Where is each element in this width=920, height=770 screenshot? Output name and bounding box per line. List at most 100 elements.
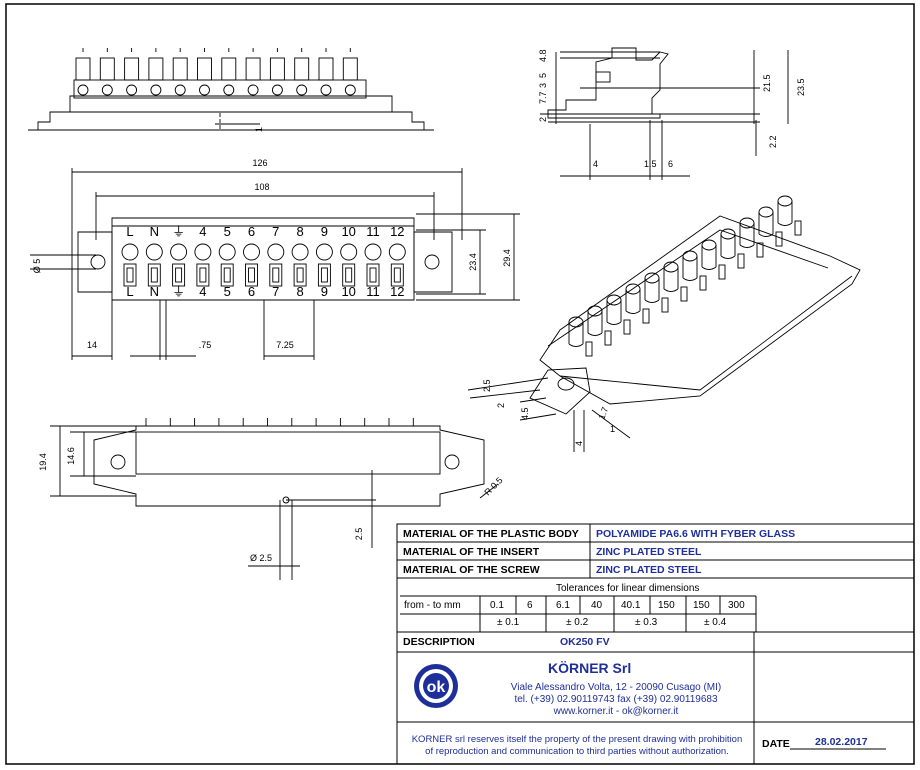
iso-terminal-clip: [680, 286, 688, 302]
terminal-label-bottom: 7: [272, 284, 279, 299]
range-2: 6.1: [556, 600, 570, 611]
top-terminal-post: [221, 57, 237, 81]
bottom-view: [50, 418, 499, 580]
isometric-view: [467, 195, 861, 452]
iso-terminal-clip: [737, 253, 745, 269]
iso-terminal-clip: [623, 319, 631, 335]
terminal-label-top: 5: [224, 224, 231, 239]
plan-terminal-slot: [390, 263, 404, 287]
plan-screw-icon: [291, 243, 309, 261]
bottom-ticks: [145, 418, 414, 426]
iso-tower-base: [720, 255, 736, 259]
range-5: 150: [658, 600, 675, 611]
dim-iso-4: 4: [574, 441, 584, 446]
disclaimer-line-2: of reproduction and communication to thi…: [425, 746, 729, 757]
iso-tower-base: [606, 321, 622, 325]
range-3: 40: [591, 600, 603, 611]
address-line-3: www.korner.it - ok@korner.it: [553, 706, 679, 717]
isometric-terminal-towers: [568, 195, 802, 357]
plan-screw-icon: [121, 243, 139, 261]
label-insert: MATERIAL OF THE INSERT: [403, 546, 540, 558]
dim-height-inner: 23.4: [468, 253, 478, 271]
top-elevation-view: [28, 48, 434, 131]
dim-bottom-radius: R 0.5: [482, 475, 504, 497]
top-screw-icon: [101, 84, 113, 96]
top-screw-icon: [174, 84, 186, 96]
iso-terminal-clip: [756, 242, 764, 258]
plan-terminal-slot: [269, 263, 283, 287]
dim-iso-17: 1.7: [596, 406, 610, 421]
dim-side-2: 2: [538, 117, 548, 122]
plan-screw-icon: [194, 243, 212, 261]
dim-side-77: 7.7: [538, 91, 548, 104]
terminal-label-bottom: L: [126, 284, 133, 299]
value-plastic-body: POLYAMIDE PA6.6 WITH FYBER GLASS: [596, 528, 796, 540]
terminal-label-bottom: 12: [390, 284, 404, 299]
range-4: 40.1: [621, 600, 641, 611]
tolerance-3: ± 0.4: [704, 617, 727, 628]
iso-tower-base: [701, 266, 717, 270]
plan-terminal-insert: [126, 267, 134, 283]
top-screw-icon: [223, 84, 235, 96]
tolerance-1: ± 0.2: [566, 617, 589, 628]
iso-terminal-clip: [794, 220, 802, 236]
dim-side-48: 4.8: [538, 49, 548, 62]
top-terminal-post: [318, 57, 334, 81]
side-view: [540, 47, 789, 180]
iso-tower-base: [682, 277, 698, 281]
dim-side-5: 5: [538, 73, 548, 78]
range-0: 0.1: [490, 600, 504, 611]
iso-terminal-clip: [585, 341, 593, 357]
top-terminal-post: [148, 57, 164, 81]
plan-screw-icon: [364, 243, 382, 261]
plan-terminal-slot: [342, 263, 356, 287]
terminal-label-bottom: 11: [366, 284, 380, 299]
dim-bottom-height-inner: 14.6: [66, 447, 76, 465]
top-screw-icon: [247, 84, 259, 96]
plan-terminal-slot: [123, 263, 137, 287]
plan-screw-icon: [340, 243, 358, 261]
iso-tower-top: [682, 250, 698, 262]
value-insert: ZINC PLATED STEEL: [596, 546, 702, 558]
terminal-label-top: 11: [366, 224, 380, 239]
dim-iso-45: 4.5: [520, 407, 530, 420]
plan-terminal-slot: [172, 263, 186, 287]
iso-tower-top: [758, 206, 774, 218]
plan-terminal-slot: [366, 263, 380, 287]
plan-screw-icon: [170, 243, 188, 261]
dim-pin-diameter: Ø 2.5: [250, 553, 272, 563]
plan-terminal-insert: [393, 267, 401, 283]
range-7: 300: [728, 600, 745, 611]
label-plastic-body: MATERIAL OF THE PLASTIC BODY: [403, 528, 579, 540]
top-terminal-post: [197, 57, 212, 81]
top-screw-icon: [77, 84, 89, 96]
plan-terminal-slot: [317, 263, 331, 287]
top-terminal-post: [294, 57, 310, 81]
side-view-dimensions: 4.8 5 3 7.7 2 21.5 23.5 2.2 4 1.5 6: [538, 49, 806, 169]
plan-screw-icon: [145, 243, 163, 261]
address-line-1: Viale Alessandro Volta, 12 - 20090 Cusag…: [510, 682, 722, 693]
dim-side-3: 3: [538, 83, 548, 88]
korner-logo: ok: [414, 664, 458, 708]
date-value: 28.02.2017: [815, 736, 868, 748]
terminal-label-top: 8: [296, 224, 303, 239]
terminal-label-bottom: 10: [341, 284, 355, 299]
plan-screw-icon: [315, 243, 333, 261]
terminal-label-bottom: ⏚: [172, 284, 185, 299]
label-screw: MATERIAL OF THE SCREW: [403, 564, 540, 576]
iso-tower-top: [777, 195, 793, 207]
terminal-label-top: L: [126, 224, 133, 239]
terminal-label-top: 7: [272, 224, 279, 239]
iso-tower-base: [739, 244, 755, 248]
isometric-dimensions: 2.5 2 4.5 1.7 1 4: [482, 379, 615, 446]
dim-side-15: 1.5: [644, 159, 657, 169]
company-name: KÖRNER Srl: [548, 660, 632, 676]
plan-view-dimensions: 126 108 Ø 5 23.4 29.4 14 .75 7.25: [32, 158, 512, 350]
drawing-frame: [5, 3, 915, 765]
top-terminal-post: [269, 57, 285, 81]
terminal-label-bottom: N: [150, 284, 159, 299]
terminal-label-bottom: 6: [248, 284, 255, 299]
iso-tower-base: [663, 288, 679, 292]
